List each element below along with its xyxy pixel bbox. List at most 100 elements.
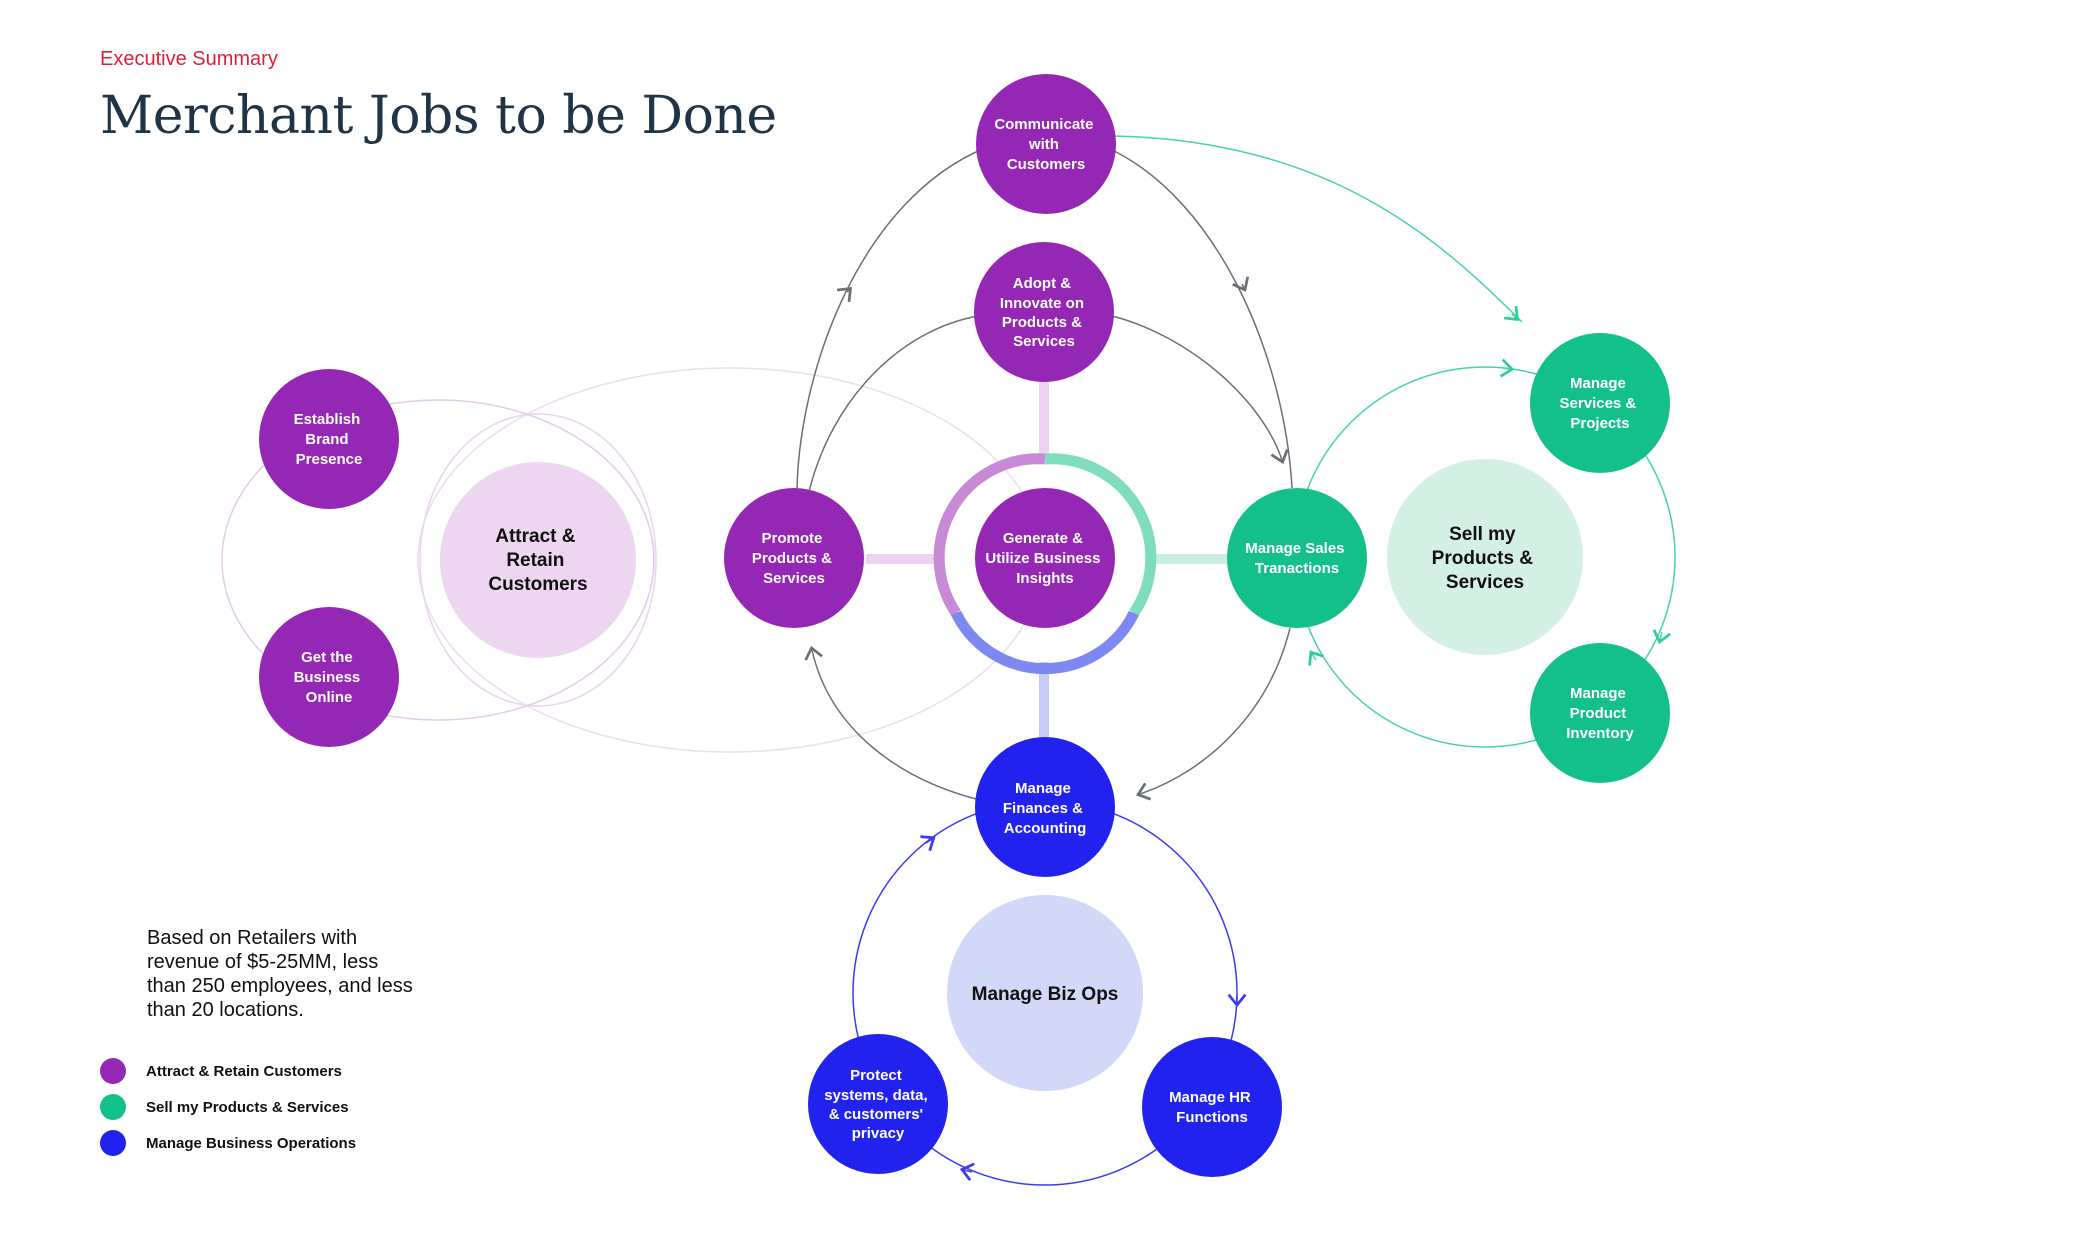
hub-operations-label: Manage Biz Ops [972, 984, 1119, 1005]
node-protect-label: Protect systems, data, & customers' priv… [824, 1067, 932, 1142]
hub-sell-circle [1387, 459, 1583, 655]
arrow-communicate-sales [1232, 276, 1250, 292]
node-sales[interactable]: Manage Sales Tranactions [1227, 488, 1367, 628]
node-sales-line-1: Manage Sales [1245, 540, 1344, 557]
node-online-line-2: Business [294, 669, 361, 686]
node-brand[interactable]: Establish Brand Presence [259, 369, 399, 509]
node-insights[interactable]: Generate & Utilize Business Insights [975, 488, 1115, 628]
connector-promote-adopt [807, 315, 979, 497]
node-inventory-line-1: Manage [1570, 685, 1626, 702]
node-promote-label: Promote Products & Services [752, 530, 836, 587]
node-adopt-line-4: Services [1013, 333, 1075, 350]
connector-sales-finances [1135, 627, 1291, 801]
node-communicate[interactable]: Communicate with Customers [976, 74, 1116, 214]
node-brand-line-1: Establish [294, 411, 361, 428]
hub-sell-line-1: Sell my [1449, 524, 1516, 545]
node-online-line-3: Online [306, 689, 353, 706]
node-hr[interactable]: Manage HR Functions [1142, 1037, 1282, 1177]
node-adopt-line-3: Products & [1002, 314, 1082, 331]
eyebrow-label: Executive Summary [100, 48, 278, 70]
hub-attract[interactable]: Attract & Retain Customers [440, 462, 636, 658]
node-insights-line-2: Utilize Business [985, 550, 1100, 567]
node-adopt[interactable]: Adopt & Innovate on Products & Services [974, 242, 1114, 382]
node-inventory-line-3: Inventory [1566, 725, 1634, 742]
node-online-line-1: Get the [301, 649, 353, 666]
node-finances-line-2: Finances & [1003, 800, 1083, 817]
arrow-sell-left [1308, 650, 1325, 666]
arrow-ops-bottom [959, 1162, 975, 1182]
node-inventory[interactable]: Manage Product Inventory [1530, 643, 1670, 783]
hub-attract-line-1: Attract & [495, 526, 576, 547]
node-inventory-label: Manage Product Inventory [1566, 685, 1634, 742]
node-communicate-circle [976, 74, 1116, 214]
node-online-label: Get the Business Online [294, 649, 365, 706]
hub-sell-line-3: Services [1446, 572, 1524, 593]
node-communicate-line-3: Customers [1007, 156, 1085, 173]
node-adopt-circle [974, 242, 1114, 382]
node-finances-label: Manage Finances & Accounting [1003, 780, 1087, 837]
node-brand-label: Establish Brand Presence [294, 411, 365, 468]
node-protect-line-2: systems, data, [824, 1087, 927, 1104]
ring-segment-sell [1044, 453, 1157, 617]
node-adopt-label: Adopt & Innovate on Products & Services [1000, 275, 1088, 350]
node-protect-line-3: & customers' [829, 1106, 923, 1123]
hub-operations-line-1: Manage Biz Ops [972, 984, 1119, 1005]
legend-dot-attract [100, 1058, 126, 1084]
node-promote-line-1: Promote [761, 530, 822, 547]
node-communicate-line-1: Communicate [994, 116, 1093, 133]
hub-operations[interactable]: Manage Biz Ops [947, 895, 1143, 1091]
node-services-projects-line-1: Manage [1570, 375, 1626, 392]
node-services-projects-circle [1530, 333, 1670, 473]
hub-sell[interactable]: Sell my Products & Services [1387, 459, 1583, 655]
node-protect-line-4: privacy [852, 1125, 905, 1142]
node-promote[interactable]: Promote Products & Services [724, 488, 864, 628]
node-inventory-line-2: Product [1570, 705, 1627, 722]
connector-promote-communicate [796, 147, 986, 489]
node-sales-line-2: Tranactions [1255, 560, 1339, 577]
connector-finances-promote [804, 645, 981, 801]
node-insights-circle [975, 488, 1115, 628]
node-online-circle [259, 607, 399, 747]
arrow-promote-communicate [836, 286, 853, 303]
hub-attract-circle [440, 462, 636, 658]
hub-attract-label: Attract & Retain Customers [488, 526, 587, 595]
node-communicate-line-2: with [1028, 136, 1059, 153]
node-insights-label: Generate & Utilize Business Insights [985, 530, 1104, 587]
node-promote-circle [724, 488, 864, 628]
legend-item-operations: Manage Business Operations [100, 1130, 356, 1156]
node-brand-circle [259, 369, 399, 509]
node-promote-line-3: Services [763, 570, 825, 587]
node-insights-line-1: Generate & [1003, 530, 1083, 547]
hub-sell-line-2: Products & [1432, 548, 1534, 569]
node-finances-circle [975, 737, 1115, 877]
ring-segment-attract [933, 453, 1046, 617]
attract-orbit-inner [221, 399, 655, 721]
node-insights-line-3: Insights [1016, 570, 1074, 587]
center-spokes [866, 380, 1228, 738]
arrow-sell-top [1499, 358, 1515, 378]
node-sales-circle [1227, 488, 1367, 628]
node-finances[interactable]: Manage Finances & Accounting [975, 737, 1115, 877]
node-protect[interactable]: Protect systems, data, & customers' priv… [808, 1034, 948, 1174]
spoke-right [1148, 554, 1228, 564]
node-brand-line-3: Presence [296, 451, 363, 468]
node-protect-line-1: Protect [850, 1067, 902, 1084]
legend: Attract & Retain Customers Sell my Produ… [100, 1058, 356, 1166]
node-services-projects[interactable]: Manage Services & Projects [1530, 333, 1670, 473]
node-hr-line-2: Functions [1176, 1109, 1248, 1126]
hub-operations-circle [947, 895, 1143, 1091]
spoke-top [1039, 380, 1049, 456]
flow-connectors [796, 147, 1293, 801]
node-online[interactable]: Get the Business Online [259, 607, 399, 747]
page-title: Merchant Jobs to be Done [100, 86, 777, 146]
node-adopt-line-2: Innovate on [1000, 295, 1084, 312]
node-hr-label: Manage HR Functions [1169, 1089, 1255, 1126]
legend-dot-sell [100, 1094, 126, 1120]
legend-item-attract: Attract & Retain Customers [100, 1058, 356, 1084]
arrow-ops-left [920, 835, 936, 852]
spoke-left [866, 554, 944, 564]
connector-communicate-services [1112, 135, 1523, 323]
node-finances-line-1: Manage [1015, 780, 1071, 797]
spoke-bottom [1039, 662, 1049, 738]
